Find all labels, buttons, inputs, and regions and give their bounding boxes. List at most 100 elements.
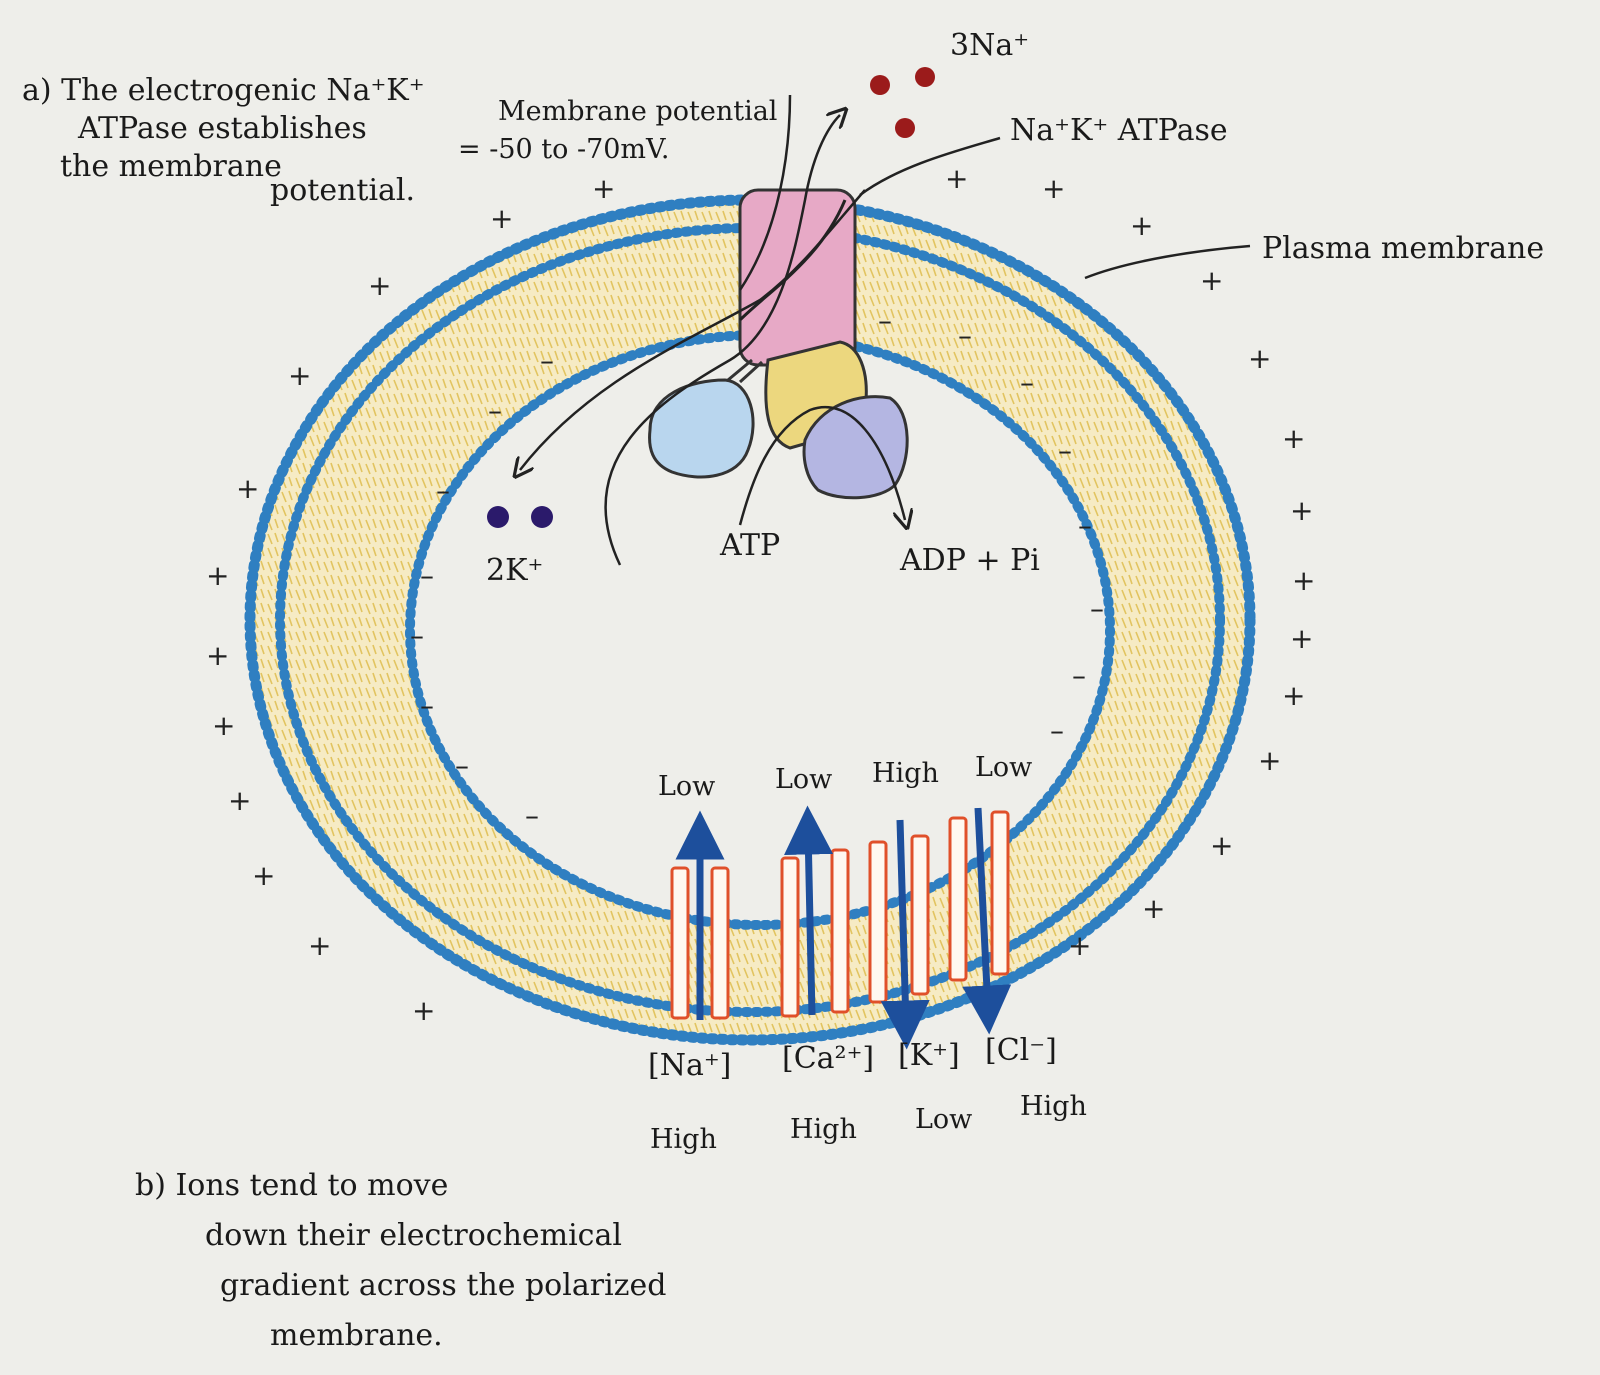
- positive-charge: +: [490, 202, 513, 235]
- positive-charge: +: [1200, 264, 1223, 297]
- positive-charge: +: [1130, 209, 1153, 242]
- negative-charge: –: [878, 304, 892, 337]
- part-a-caption: a) The electrogenic Na⁺K⁺ ATPase establi…: [22, 73, 425, 208]
- k-entry-arrow: [520, 189, 866, 470]
- membrane-potential-value: = -50 to -70mV.: [458, 134, 669, 165]
- channel-wall: [910, 834, 930, 996]
- cl-ion-label: [Cl⁻]: [985, 1033, 1057, 1068]
- positive-charge: +: [206, 639, 229, 672]
- channel-wall: [670, 866, 690, 1020]
- sodium-ions: [870, 67, 935, 138]
- ion-species-labels: [Na⁺] [Ca²⁺] [K⁺] [Cl⁻]: [648, 1033, 1057, 1083]
- pump-purple-subunit: [802, 395, 909, 500]
- positive-charge: +: [1258, 744, 1281, 777]
- outside-charges: + + + + + + + + + + + + + + + + + + + + …: [206, 162, 1315, 1027]
- channel-wall: [990, 810, 1010, 976]
- adp-pi-label: ADP + Pi: [899, 543, 1040, 578]
- part-b-caption: b) Ions tend to move down their electroc…: [135, 1168, 666, 1353]
- negative-charge: –: [455, 749, 469, 782]
- positive-charge: +: [288, 359, 311, 392]
- negative-charge: –: [420, 689, 434, 722]
- k-ion-label: [K⁺]: [898, 1038, 960, 1073]
- channel-wall: [710, 866, 730, 1020]
- positive-charge: +: [228, 784, 251, 817]
- cl-inside-level: Low: [975, 752, 1032, 783]
- negative-charge: –: [540, 344, 554, 377]
- na-exit-arrow: [604, 115, 840, 566]
- potassium-ion: [531, 506, 553, 528]
- channel-wall: [830, 848, 850, 1014]
- na-outside-level: High: [650, 1124, 717, 1155]
- positive-charge: +: [252, 859, 275, 892]
- sodium-ion: [895, 118, 915, 138]
- atp-pointer: [738, 405, 905, 525]
- sodium-out-label: 3Na⁺: [950, 28, 1029, 63]
- negative-charge: –: [1058, 434, 1072, 467]
- inside-concentration-labels: Low Low High Low: [658, 752, 1032, 802]
- part-b-line-3: gradient across the polarized: [220, 1268, 666, 1303]
- k-outside-level: Low: [915, 1104, 972, 1135]
- membrane-potential-pointer: [738, 94, 792, 291]
- ca-inside-level: Low: [775, 764, 832, 795]
- potassium-in-label: 2K⁺: [486, 553, 543, 588]
- channel-wall: [780, 856, 800, 1018]
- positive-charge: +: [1210, 829, 1233, 862]
- negative-charge: –: [1090, 592, 1104, 625]
- negative-charge: –: [1078, 509, 1092, 542]
- pump-stalk: [727, 358, 764, 384]
- part-a-line-3: the membrane: [60, 149, 282, 184]
- positive-charge: +: [592, 172, 615, 205]
- positive-charge: +: [1290, 494, 1313, 527]
- negative-charge: –: [958, 319, 972, 352]
- pump-flow-arrows: [520, 94, 1251, 566]
- part-a-line-4: potential.: [270, 173, 415, 208]
- positive-charge: +: [308, 929, 331, 962]
- positive-charge: +: [1282, 679, 1305, 712]
- cl-flow-arrow: [962, 807, 1012, 1035]
- channel-wall: [868, 840, 888, 1004]
- cl-outside-level: High: [1020, 1091, 1087, 1122]
- negative-charge: –: [488, 394, 502, 427]
- potassium-ion: [487, 506, 509, 528]
- part-a-line-2: ATPase establishes: [77, 111, 367, 146]
- ion-flow-arrows: [675, 805, 1012, 1050]
- sodium-ion: [870, 75, 890, 95]
- outside-concentration-labels: High High Low High: [650, 1091, 1087, 1155]
- inside-charges: – – – – – – – – – – – – – – – –: [410, 304, 1104, 832]
- k-inside-level: High: [872, 758, 939, 789]
- positive-charge: +: [1068, 929, 1091, 962]
- sodium-ion: [915, 67, 935, 87]
- negative-charge: –: [436, 474, 450, 507]
- pump-label-pointer: [859, 136, 1001, 197]
- pump-name-label: Na⁺K⁺ ATPase: [1010, 113, 1228, 148]
- plasma-membrane-pointer: [1084, 244, 1251, 280]
- positive-charge: +: [1042, 172, 1065, 205]
- ca-ion-label: [Ca²⁺]: [782, 1041, 874, 1076]
- part-b-line-1: b) Ions tend to move: [135, 1168, 448, 1203]
- part-a-line-1: a) The electrogenic Na⁺K⁺: [22, 73, 425, 108]
- positive-charge: +: [1282, 422, 1305, 455]
- ion-channels: [670, 810, 1010, 1020]
- negative-charge: –: [525, 799, 539, 832]
- pump-blue-subunit: [648, 378, 755, 479]
- positive-charge: +: [1292, 564, 1315, 597]
- negative-charge: –: [410, 619, 424, 652]
- potassium-ions: [487, 506, 553, 528]
- ca-flow-arrow: [784, 805, 834, 1016]
- ca-outside-level: High: [790, 1114, 857, 1145]
- na-ion-label: [Na⁺]: [648, 1048, 731, 1083]
- positive-charge: +: [1290, 622, 1313, 655]
- plasma-membrane-label: Plasma membrane: [1262, 231, 1544, 266]
- negative-charge: –: [1072, 659, 1086, 692]
- na-inside-level: Low: [658, 771, 715, 802]
- k-flow-arrow: [880, 819, 930, 1050]
- channel-wall: [948, 816, 968, 982]
- part-b-line-4: membrane.: [270, 1318, 443, 1353]
- positive-charge: +: [1142, 892, 1165, 925]
- part-b-line-2: down their electrochemical: [205, 1218, 622, 1253]
- positive-charge: +: [412, 994, 435, 1027]
- negative-charge: –: [420, 559, 434, 592]
- atp-label: ATP: [719, 528, 780, 563]
